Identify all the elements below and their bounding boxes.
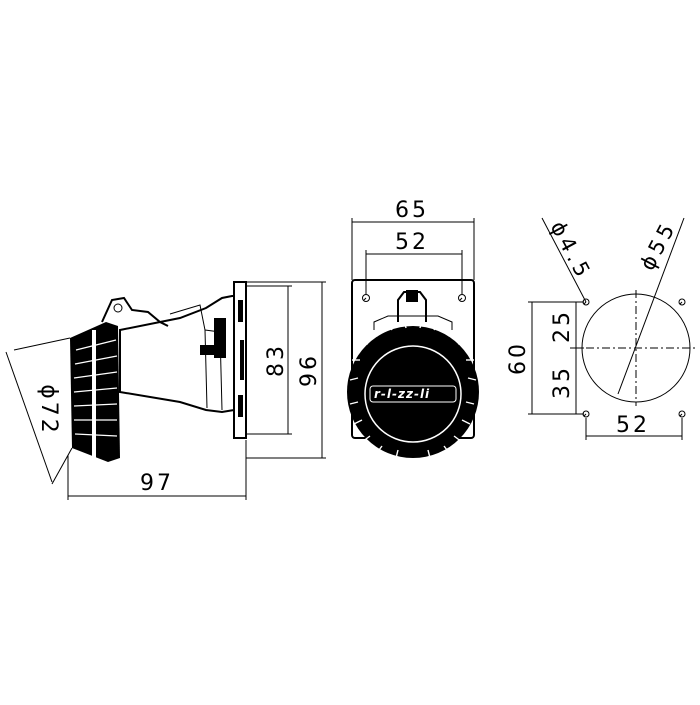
- side-dimensions: 97 96 83 ϕ72: [5, 281, 326, 500]
- front-dimensions: 65 52: [351, 198, 475, 294]
- side-view: [70, 281, 247, 462]
- dim-hole-spacing-52: 52: [616, 413, 650, 438]
- dim-width-52: 52: [395, 230, 429, 255]
- dim-hole-diameter: ϕ4.5: [546, 217, 597, 284]
- front-brand-logo: r-l-zz-li: [374, 387, 430, 401]
- dim-width-65: 65: [395, 198, 429, 223]
- dim-lower-35: 35: [550, 365, 575, 399]
- dim-width-97: 97: [140, 471, 174, 496]
- dim-height-60: 60: [506, 341, 531, 375]
- side-socket-body: [119, 295, 235, 414]
- dim-upper-25: 25: [550, 309, 575, 343]
- cutout-dimensions: ϕ4.5 ϕ55 60 25 35 52: [506, 217, 683, 440]
- side-lid-hinge: [101, 296, 169, 327]
- dim-diameter-72: ϕ72: [36, 384, 61, 436]
- dim-height-96: 96: [297, 353, 322, 387]
- dim-height-83: 83: [264, 343, 289, 377]
- front-view: r-l-zz-li: [347, 279, 479, 459]
